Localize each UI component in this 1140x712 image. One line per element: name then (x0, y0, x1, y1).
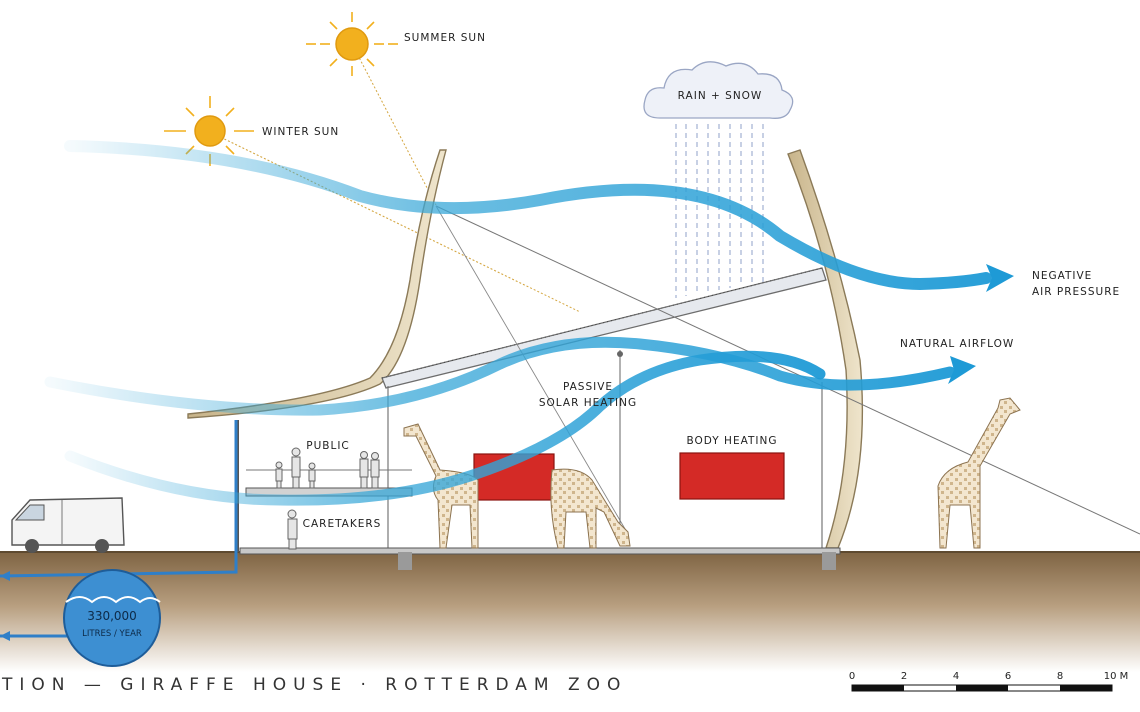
overflow-arrow (0, 631, 10, 641)
giraffe-icon-2 (550, 468, 631, 549)
drawing-title: TION — GIRAFFE HOUSE · ROTTERDAM ZOO (1, 675, 627, 695)
caretakers-label: CARETAKERS (303, 518, 382, 530)
tank-unit: LITRES / YEAR (82, 629, 142, 639)
summer-sun-icon (306, 12, 398, 76)
van-icon (11, 497, 125, 553)
foundation-right (822, 552, 836, 570)
summer-sun-label: SUMMER SUN (404, 32, 486, 44)
airflow-middle-arrow (948, 356, 976, 384)
right-roof-blade (787, 149, 864, 549)
scale-tick-2: 2 (901, 671, 907, 682)
rain-snow-label: RAIN + SNOW (678, 90, 763, 102)
scale-tick-8: 8 (1057, 671, 1063, 682)
winter-sun-label: WINTER SUN (262, 126, 339, 138)
scale-tick-10: 10 M (1104, 671, 1129, 682)
glazed-roof (381, 267, 827, 389)
roof-cable (435, 205, 1140, 535)
negative-pressure-label-1: NEGATIVE (1032, 270, 1092, 282)
negative-pressure-label-2: AIR PRESSURE (1032, 286, 1120, 298)
left-roof-blade (187, 149, 447, 419)
drain-arrow-top (0, 571, 10, 581)
natural-airflow-label: NATURAL AIRFLOW (900, 338, 1014, 350)
tank-volume: 330,000 (87, 609, 137, 623)
foundation-left (398, 552, 412, 570)
scale-tick-0: 0 (849, 671, 855, 682)
drain-pipe (0, 420, 238, 578)
scale-tick-6: 6 (1005, 671, 1011, 682)
airflow-upper (64, 140, 992, 291)
giraffe-icon-3 (937, 397, 1021, 549)
scale-tick-4: 4 (953, 671, 959, 682)
summer-sun-ray (351, 43, 437, 206)
scale-bar: 0 2 4 6 8 10 M (849, 671, 1129, 692)
body-heating-label: BODY HEATING (687, 435, 778, 447)
heater-panel-right (679, 452, 785, 500)
public-label: PUBLIC (306, 440, 350, 452)
passive-label-1: PASSIVE (563, 381, 613, 393)
airflow-upper-arrow (986, 264, 1014, 292)
winter-sun-ray (209, 131, 581, 313)
airflow-middle (44, 336, 956, 416)
ground-slab (239, 547, 841, 555)
people-figures (275, 447, 380, 550)
water-tank-icon (63, 569, 161, 667)
airflow-lower (64, 350, 826, 506)
passive-label-2: SOLAR HEATING (539, 397, 637, 409)
roof-cable-2 (435, 205, 629, 535)
ground (0, 552, 1140, 672)
